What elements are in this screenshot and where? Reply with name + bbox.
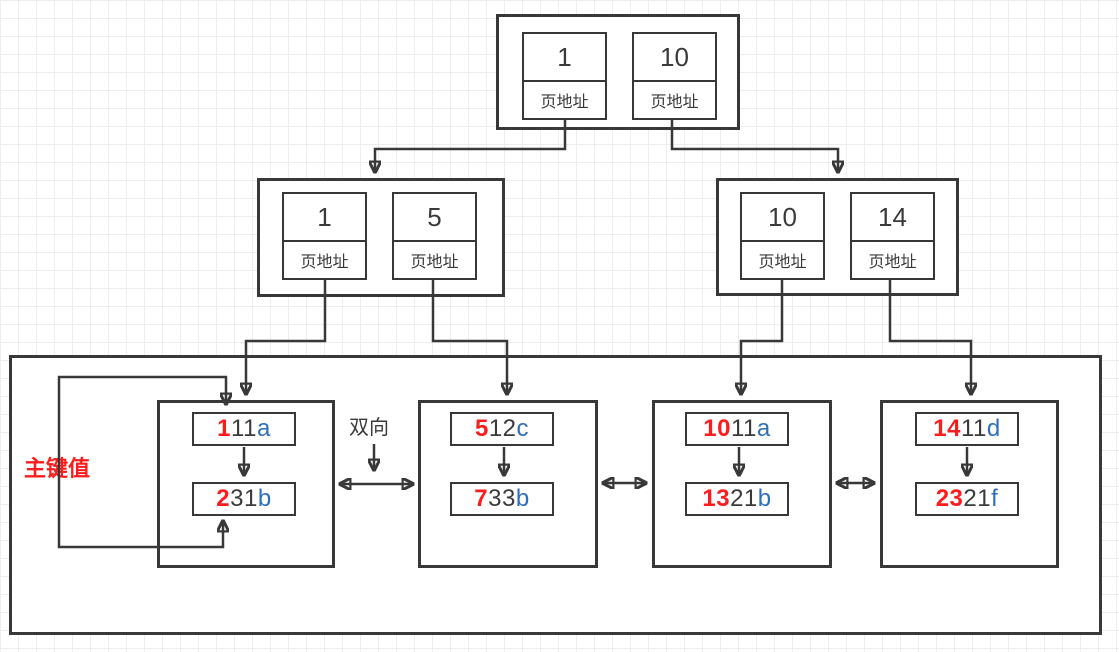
leaf1-record-2-key: 2 xyxy=(216,485,231,512)
leaf2-record-2-key: 7 xyxy=(474,485,489,512)
leaf4-record-2-data: 21 xyxy=(963,485,992,512)
internal-node-right-box: 10 页地址 14 页地址 xyxy=(716,178,959,296)
internal-right-entry-1: 10 页地址 xyxy=(740,192,825,280)
root-entry-1-key: 1 xyxy=(524,34,605,82)
leaf2-record-1-hex: c xyxy=(516,415,530,442)
leaf3-record-1-key: 10 xyxy=(703,415,731,442)
leaf3-record-1-hex: a xyxy=(756,415,771,442)
leaf2-record-2-data: 33 xyxy=(488,485,516,512)
internal-right-entry-2-pointer-label: 页地址 xyxy=(868,254,917,271)
internal-left-entry-2-pointer-label: 页地址 xyxy=(410,254,459,271)
leaf3-record-2-key: 13 xyxy=(702,485,731,512)
leaf4-record-2-hex: f xyxy=(991,485,999,512)
leaf1-record-2-hex: b xyxy=(257,485,272,512)
leaf2-record-1-data: 12 xyxy=(488,415,517,442)
primary-key-label: 主键值 xyxy=(24,456,91,481)
leaf4-record-1-hex: d xyxy=(986,415,1001,442)
leaf2-record-1-key: 5 xyxy=(474,415,489,442)
internal-left-entry-2-key: 5 xyxy=(394,194,475,242)
root-entry-2-key: 10 xyxy=(634,34,715,82)
internal-right-entry-1-key: 10 xyxy=(742,194,823,242)
internal-node-left-box: 1 页地址 5 页地址 xyxy=(257,178,505,297)
internal-right-entry-1-pointer-label: 页地址 xyxy=(758,254,807,271)
leaf1-record-1-hex: a xyxy=(256,415,271,442)
root-entry-2-pointer-label: 页地址 xyxy=(650,94,699,111)
leaf1-record-2-data: 31 xyxy=(230,485,258,512)
internal-right-entry-2: 14 页地址 xyxy=(850,192,935,280)
leaf3-record-2-hex: b xyxy=(757,485,772,512)
root-entry-2: 10 页地址 xyxy=(632,32,717,120)
bidirectional-label: 双向 xyxy=(349,417,389,439)
leaf3-record-2-data: 21 xyxy=(730,485,758,512)
leaf4-record-1-data: 11 xyxy=(960,415,987,442)
leaf1-record-1-key: 1 xyxy=(217,415,232,442)
internal-right-entry-2-key: 14 xyxy=(852,194,933,242)
internal-left-entry-1-key: 1 xyxy=(284,194,365,242)
internal-left-entry-1-pointer-label: 页地址 xyxy=(300,254,349,271)
leaf2-record-2-hex: b xyxy=(515,485,530,512)
leaf1-record-1-data: 11 xyxy=(231,415,257,442)
leaf4-record-2-key: 23 xyxy=(935,485,964,512)
leaf3-record-1-data: 11 xyxy=(730,415,757,442)
root-entry-1-pointer-label: 页地址 xyxy=(540,94,589,111)
internal-left-entry-2: 5 页地址 xyxy=(392,192,477,280)
leaf4-record-1-key: 14 xyxy=(933,415,961,442)
internal-left-entry-1: 1 页地址 xyxy=(282,192,367,280)
root-node-box: 1 页地址 10 页地址 xyxy=(496,14,740,130)
root-entry-1: 1 页地址 xyxy=(522,32,607,120)
